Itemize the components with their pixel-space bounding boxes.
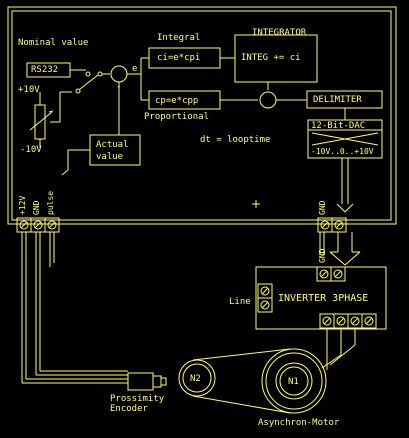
error-label: e (132, 64, 138, 74)
integrator-box (234, 34, 318, 83)
dac-range: -10V..0..+10V (311, 147, 374, 156)
minus-sign: - (116, 82, 122, 92)
encoder-label-1: Prossimity (110, 394, 165, 404)
minus10v-label: -10V (20, 145, 42, 155)
proportional-label: Proportional (144, 112, 210, 122)
plus10v-label: +10V (18, 85, 40, 95)
sum-junction (110, 65, 128, 83)
n1-label: N1 (288, 377, 299, 387)
inverter-terminal-in (330, 266, 346, 282)
motor-label: Asynchron-Motor (258, 418, 340, 428)
terminal-dac-out (331, 217, 347, 233)
terminal-pulse (44, 217, 60, 233)
controller-board (7, 6, 397, 225)
line-label: Line (229, 297, 251, 307)
loop-time-label: dt = looptime (200, 135, 271, 145)
actual-value-line1: Actual (96, 140, 129, 150)
terminal-12v-label: +12V (18, 195, 27, 215)
integral-label: Integral (157, 33, 201, 43)
dac-box (307, 119, 383, 159)
terminal-pulse-label: pulse (46, 190, 55, 215)
encoder-label-2: Encoder (110, 404, 148, 414)
rs232-label: RS232 (31, 65, 59, 75)
pulley-n1 (261, 348, 327, 414)
dac-label: 12-Bit-DAC (311, 121, 366, 131)
control-panel (11, 10, 392, 221)
n2-label: N2 (190, 374, 201, 384)
inverter-gnd-label: GND (318, 248, 327, 263)
inverter-title: INVERTER 3PHASE (278, 293, 369, 304)
integ-formula: INTEG += ci (241, 53, 301, 63)
ci-formula: ci=e*cpi (157, 53, 201, 63)
terminal-gnd-label: GND (32, 200, 41, 215)
terminal-gnd-right-label: GND (318, 200, 327, 215)
nominal-value-label: Nominal value (18, 38, 89, 48)
integrator-title: INTEGRATOR (252, 28, 307, 38)
actual-value-line2: value (96, 152, 124, 162)
cp-formula: cp=e*cpp (155, 96, 199, 106)
sum2-junction (259, 91, 277, 109)
encoder-body (127, 372, 154, 391)
delimiter-label: DELIMITER (313, 95, 362, 105)
